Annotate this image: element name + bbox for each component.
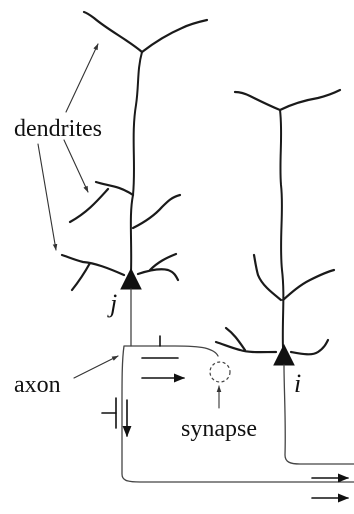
axon-label: axon <box>14 372 61 398</box>
dendrites-pointer-mid <box>64 140 88 192</box>
neuron-i-tuft-left <box>235 92 280 110</box>
neuron-i-apical-trunk <box>280 110 283 348</box>
neuron-j-oblique-right <box>133 195 180 228</box>
neuron-j-apical-trunk <box>131 52 142 272</box>
dendrites-pointer-bottom <box>38 144 56 250</box>
neuron-j-basal-left <box>62 255 124 290</box>
axon-collateral <box>122 346 354 482</box>
neuron-j-oblique-left <box>70 182 133 222</box>
neuron-j-soma <box>121 269 141 289</box>
axon-pointer <box>74 356 118 378</box>
neuron-j-tuft-right <box>142 20 207 52</box>
synapse-label: synapse <box>181 416 257 442</box>
neuron-i-soma <box>274 345 294 365</box>
synapse-circle <box>210 362 230 382</box>
neuron-i-basal-right <box>291 340 328 354</box>
neuron-i <box>216 90 354 464</box>
neuron-i-label: i <box>294 369 301 398</box>
inhibitory-marker <box>102 398 116 428</box>
neuron-i-oblique-left <box>254 255 281 300</box>
dendrites-pointer-top <box>66 44 98 112</box>
neuron-i-basal-left <box>216 328 276 352</box>
neuron-j-tuft-left <box>84 12 142 52</box>
neuron-j <box>62 12 207 346</box>
excitatory-marker <box>142 336 178 358</box>
neuron-i-oblique-right <box>283 270 334 300</box>
dendrites-label: dendrites <box>14 116 102 142</box>
neuron-j-basal-right <box>138 254 178 280</box>
neuron-i-tuft-right <box>280 90 340 110</box>
neuron-j-label: j <box>107 289 117 318</box>
axon-branch-to-synapse <box>131 346 218 356</box>
